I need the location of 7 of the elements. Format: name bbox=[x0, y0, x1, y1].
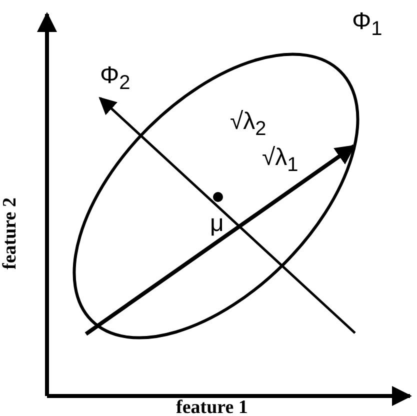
eigenvalue-label: √λ$_{1}$ bbox=[262, 146, 298, 175]
axis-label: feature 2 bbox=[0, 198, 20, 270]
axis-label: feature 1 bbox=[176, 398, 248, 416]
eigenvector-label: Φ$_{1}$ bbox=[352, 10, 382, 39]
eigenvector-label: Φ$_{2}$ bbox=[100, 64, 130, 93]
eigenvalue-label: √λ$_{2}$ bbox=[230, 110, 266, 139]
mean-label: μ bbox=[210, 212, 224, 236]
